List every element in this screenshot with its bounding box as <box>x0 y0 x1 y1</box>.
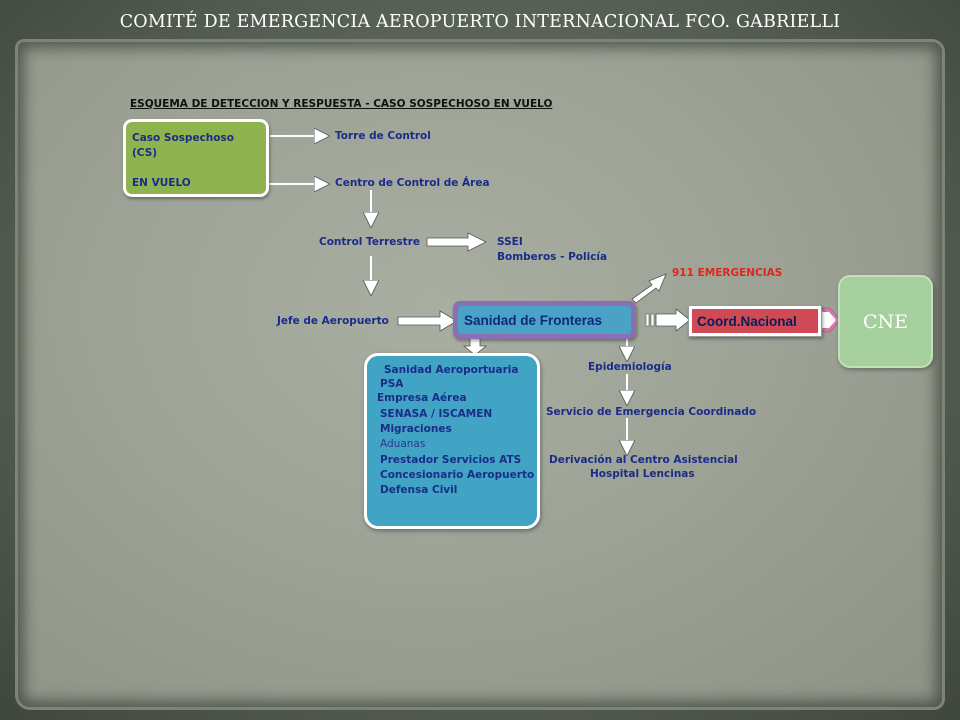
arrow-sanidad-coord <box>645 308 691 332</box>
agency-item: PSA <box>380 378 404 390</box>
agency-item: Aduanas <box>380 438 426 450</box>
agency-item: Concesionario Aeropuerto <box>380 469 535 481</box>
coord-nacional-label: Coord.Nacional <box>692 309 818 333</box>
agencies-box: Sanidad Aeroportuaria PSA Empresa Aérea … <box>364 353 540 529</box>
cs-line-3: EN VUELO <box>132 177 191 189</box>
caso-sospechoso-box: Caso Sospechoso (CS) EN VUELO <box>123 119 269 197</box>
agency-item: Defensa Civil <box>380 484 458 496</box>
ssei-label: SSEI <box>497 236 523 248</box>
derivacion-label: Derivación al Centro Asistencial <box>549 454 738 466</box>
control-terrestre-label: Control Terrestre <box>319 236 420 248</box>
arrow-terrestre-ssei <box>426 232 487 252</box>
arrow-jefe-sanidad <box>397 310 458 332</box>
agency-item: Empresa Aérea <box>377 392 467 404</box>
sanidad-fronteras-box: Sanidad de Fronteras <box>453 301 636 339</box>
cs-line-2: (CS) <box>132 147 158 159</box>
agency-item: SENASA / ISCAMEN <box>380 408 493 420</box>
centro-label: Centro de Control de Área <box>335 177 490 189</box>
agency-item: Migraciones <box>380 423 452 435</box>
sanidad-fronteras-label: Sanidad de Fronteras <box>458 306 631 334</box>
arrow-sanidad-911 <box>631 273 667 304</box>
arrow-coord-cne-inner <box>822 312 836 328</box>
slide-title: COMITÉ DE EMERGENCIA AEROPUERTO INTERNAC… <box>119 12 841 32</box>
agency-item: Prestador Servicios ATS <box>380 454 522 466</box>
agency-item: Sanidad Aeroportuaria <box>384 364 519 376</box>
cs-line-1: Caso Sospechoso <box>132 132 234 144</box>
cne-box: CNE <box>838 275 933 368</box>
torre-label: Torre de Control <box>335 130 431 142</box>
bomberos-label: Bomberos - Policía <box>497 251 608 263</box>
epidemiologia-label: Epidemiología <box>588 361 672 373</box>
servicio-label: Servicio de Emergencia Coordinado <box>546 406 757 418</box>
emergencias-label: 911 EMERGENCIAS <box>672 267 783 279</box>
diagram-heading: ESQUEMA DE DETECCION Y RESPUESTA - CASO … <box>130 98 553 110</box>
jefe-label: Jefe de Aeropuerto <box>277 315 389 327</box>
coord-nacional-box: Coord.Nacional <box>688 305 822 337</box>
hospital-label: Hospital Lencinas <box>590 468 695 480</box>
